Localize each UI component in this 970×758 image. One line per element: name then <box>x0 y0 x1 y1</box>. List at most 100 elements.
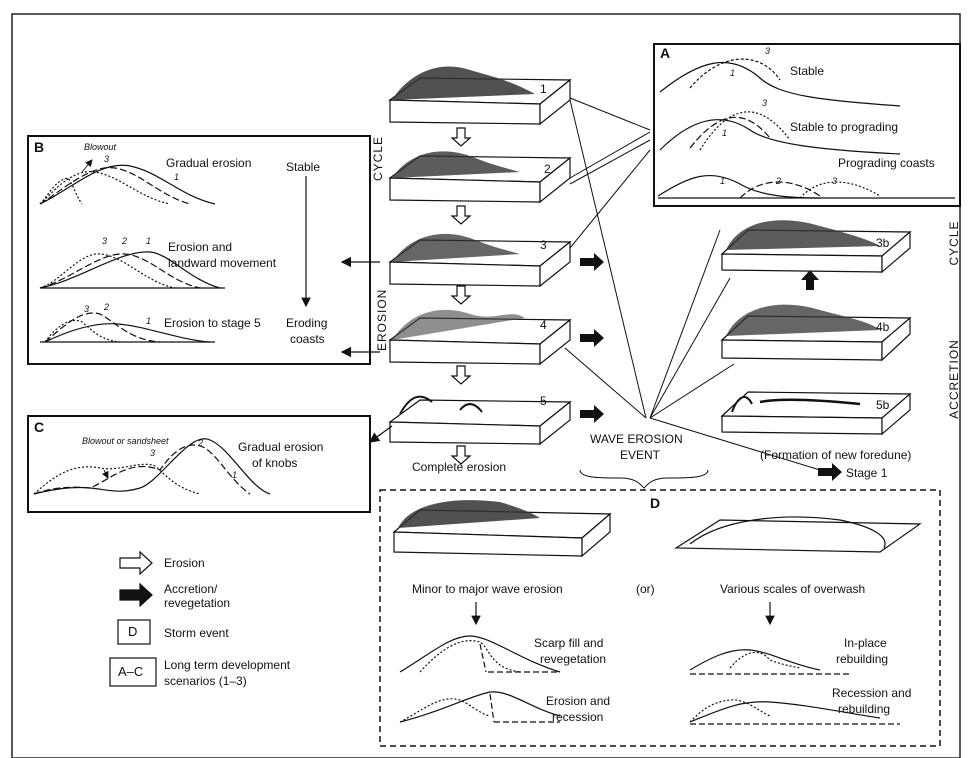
panel-d-scarp-1: Scarp fill and <box>534 636 604 650</box>
panel-b-coasts: coasts <box>290 332 325 346</box>
panel-d-graphics <box>392 500 922 725</box>
panel-c-knobs: of knobs <box>252 456 298 470</box>
block-4-num: 4 <box>540 318 547 332</box>
panel-a-row1-num1: 1 <box>730 68 736 78</box>
panel-a-row2-num3: 3 <box>762 98 768 108</box>
panel-a-row3-num2: 2 <box>776 176 782 186</box>
legend-accretion-2: revegetation <box>164 596 231 610</box>
block-3 <box>388 233 572 288</box>
new-foredune-label: (Formation of new foredune) <box>760 448 912 462</box>
panel-c-letter: C <box>34 419 45 435</box>
panel-a-box <box>653 43 961 207</box>
panel-d-recess-2: rebuilding <box>838 702 891 716</box>
block-1 <box>388 66 572 126</box>
legend-storm-key: D <box>128 624 138 639</box>
panel-d-inplace-2: rebuilding <box>836 652 889 666</box>
legend-long-2: scenarios (1–3) <box>164 674 247 688</box>
wave-event-label: EVENT <box>620 448 661 462</box>
panel-c-num2: 2 <box>198 438 204 448</box>
connector-lines <box>564 97 821 471</box>
panel-b-row1-num3: 3 <box>104 154 110 164</box>
page-border <box>11 13 961 758</box>
solid-arrows <box>580 253 842 481</box>
panel-b-profiles <box>39 164 225 343</box>
panel-c-num3: 3 <box>150 448 156 458</box>
panel-d-scarp-2: revegetation <box>540 652 607 666</box>
panel-b-row3-num2: 2 <box>104 302 110 312</box>
cycle-right-label: CYCLE <box>947 220 961 266</box>
block-1-num: 1 <box>540 82 547 96</box>
panel-b-erosion-and: Erosion and <box>168 240 233 254</box>
panel-b-letter: B <box>34 139 45 155</box>
accretion-right-label: ACCRETION <box>947 339 961 419</box>
panel-a-row3-num1: 1 <box>720 176 726 186</box>
panel-a-letter: A <box>660 45 671 61</box>
block-5b <box>720 391 912 436</box>
panel-d-letter: D <box>650 495 661 511</box>
panel-b-row2-num2: 2 <box>122 236 128 246</box>
panel-d-or: (or) <box>636 582 655 596</box>
panel-b-erosion-stage5: Erosion to stage 5 <box>164 316 261 330</box>
block-5b-num: 5b <box>876 398 890 412</box>
stage1-label: Stage 1 <box>846 466 888 480</box>
hollow-arrows <box>450 127 472 465</box>
block-4 <box>388 309 572 366</box>
panel-a-row2-num1: 1 <box>722 128 728 138</box>
panel-c-box <box>27 415 371 513</box>
panel-c-profiles <box>33 438 271 495</box>
panel-b-gradual-erosion: Gradual erosion <box>166 156 252 170</box>
block-5-num: 5 <box>540 394 547 408</box>
panel-b-blowout-pointer <box>81 159 93 173</box>
panel-b-eroding: Eroding <box>286 316 328 330</box>
panel-b-row3-num3: 3 <box>84 304 90 314</box>
cycle-left-label: CYCLE <box>371 135 385 181</box>
legend-erosion: Erosion <box>164 556 205 570</box>
block-3b-num: 3b <box>876 236 890 250</box>
panel-b-blowout: Blowout <box>84 142 117 152</box>
panel-b-row2-num3: 3 <box>102 236 108 246</box>
erosion-left-label: EROSION <box>375 288 389 351</box>
panel-d-minor-major: Minor to major wave erosion <box>412 582 563 596</box>
panel-a-stable-label: Stable <box>790 64 825 78</box>
block-3b <box>720 220 912 274</box>
legend-long-key: A–C <box>118 664 144 679</box>
panel-d-overwash: Various scales of overwash <box>720 582 866 596</box>
panel-b-stable: Stable <box>286 160 321 174</box>
erosion-blocks <box>388 66 572 446</box>
panel-b-row2-num1: 1 <box>146 236 152 246</box>
panel-d-recess-1: Recession and <box>832 686 912 700</box>
panel-a-stable-prograding-label: Stable to prograding <box>790 120 899 134</box>
panel-d-inplace-1: In-place <box>844 636 887 650</box>
panel-c-num1: 1 <box>232 470 238 480</box>
legend-storm: Storm event <box>164 626 229 640</box>
panel-d-box <box>379 489 941 747</box>
panel-c-blowout: Blowout or sandsheet <box>82 436 169 446</box>
panel-b-box <box>27 135 371 365</box>
legend-accretion-1: Accretion/ <box>164 582 218 596</box>
legend-long-1: Long term development <box>164 658 291 672</box>
block-3-num: 3 <box>540 238 547 252</box>
panel-d-er-rec-1: Erosion and <box>546 694 611 708</box>
accretion-blocks <box>720 220 912 436</box>
complete-erosion-label: Complete erosion <box>412 460 507 474</box>
panel-a-row1-num3: 3 <box>765 46 771 56</box>
panel-b-row1-num1: 1 <box>174 172 180 182</box>
panel-a-profiles <box>657 58 955 199</box>
wave-erosion-label: WAVE EROSION <box>590 432 683 446</box>
block-2-num: 2 <box>544 162 551 176</box>
panel-a-row3-num3: 3 <box>832 176 838 186</box>
arrow-to-panel-c <box>368 425 393 443</box>
panel-b-row3-num1: 1 <box>146 316 152 326</box>
block-4b <box>720 304 912 362</box>
panel-b-landward-movement: landward movement <box>168 256 277 270</box>
legend-graphics <box>109 550 157 687</box>
block-5 <box>388 395 572 446</box>
panel-c-gradual: Gradual erosion <box>238 440 324 454</box>
panel-a-prograding-label: Prograding coasts <box>838 156 935 170</box>
panel-d-er-rec-2: recession <box>552 710 604 724</box>
wave-brace <box>579 469 709 489</box>
block-2 <box>388 151 572 204</box>
block-4b-num: 4b <box>876 320 890 334</box>
